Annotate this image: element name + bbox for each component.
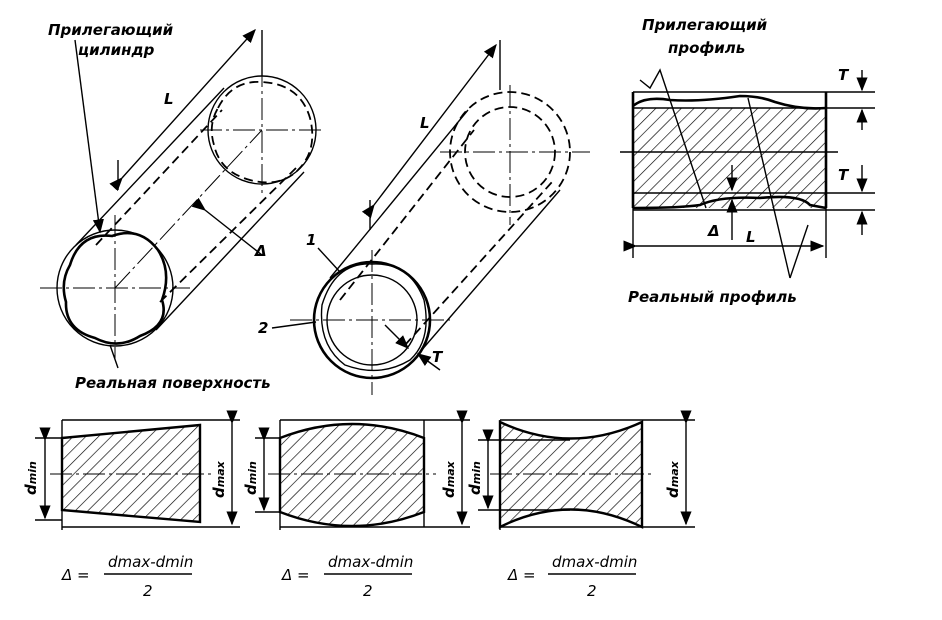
- svg-text:dmax: dmax: [210, 460, 228, 498]
- real-surface-label: Реальная поверхность: [75, 374, 271, 392]
- formula-numerator: dmax-dmin: [328, 553, 413, 571]
- formula-denominator: 2: [363, 582, 373, 600]
- formula-numerator: dmax-dmin: [552, 553, 637, 571]
- length-label: L: [420, 114, 430, 132]
- tolerance-bottom-label: T: [838, 166, 850, 184]
- formula-denominator: 2: [143, 582, 153, 600]
- barrel-figure: dmin dmax Δ = dmax-dmin 2: [242, 410, 470, 600]
- figure-profile: T T Δ L Прилегающий профиль Реальный про…: [620, 16, 875, 306]
- tolerance-top-label: T: [838, 66, 850, 84]
- svg-text:dmin: dmin: [22, 461, 40, 495]
- tolerance-label: T: [432, 348, 444, 366]
- deviation-label: Δ: [254, 242, 267, 260]
- svg-text:dmin: dmin: [242, 461, 260, 495]
- length-label: L: [164, 90, 174, 108]
- svg-text:dmin: dmin: [466, 461, 484, 495]
- length-label: L: [746, 228, 756, 246]
- formula-numerator: dmax-dmin: [108, 553, 193, 571]
- formula-lhs: Δ =: [61, 566, 90, 584]
- formula-lhs: Δ =: [281, 566, 310, 584]
- saddle-figure: dmin dmax Δ = dmax-dmin 2: [466, 410, 695, 600]
- figure-cylinder-adjacent: L Δ Прилегающий цилиндр Реальная поверхн…: [40, 21, 325, 392]
- adjacent-profile-label-1: Прилегающий: [642, 16, 768, 34]
- svg-text:dmax: dmax: [664, 460, 682, 498]
- adjacent-cylinder-label-1: Прилегающий: [48, 21, 174, 39]
- svg-text:dmax: dmax: [440, 460, 458, 498]
- marker-1: 1: [306, 231, 316, 249]
- marker-2: 2: [258, 319, 268, 337]
- formula-denominator: 2: [587, 582, 597, 600]
- adjacent-cylinder-label-2: цилиндр: [78, 41, 155, 59]
- taper-figure: dmin dmax Δ = dmax-dmin 2: [22, 410, 240, 600]
- adjacent-profile-label-2: профиль: [668, 39, 745, 57]
- figure-cylinder-tolerance: L 1 2 T: [258, 40, 590, 395]
- formula-lhs: Δ =: [507, 566, 536, 584]
- real-profile-label: Реальный профиль: [628, 288, 797, 306]
- deviation-label: Δ: [707, 222, 720, 240]
